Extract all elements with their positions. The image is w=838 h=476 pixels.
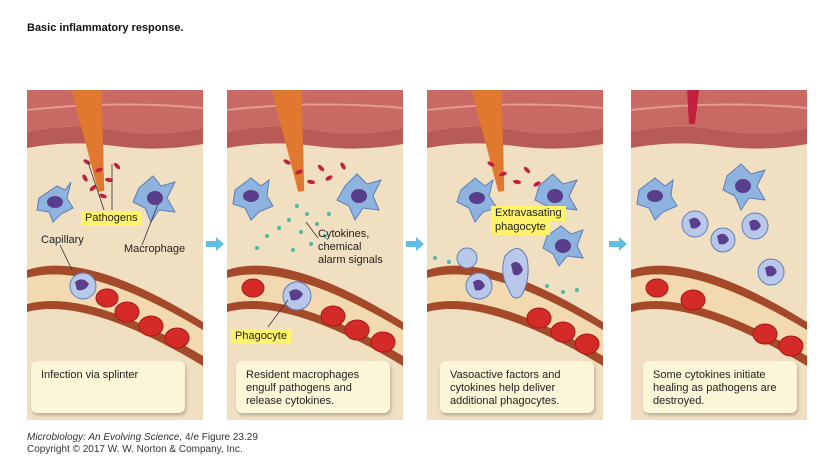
label-cytokines-1: Cytokines,: [318, 228, 370, 240]
splinter: [471, 90, 505, 192]
macrophage-right: [336, 173, 382, 222]
macrophage-right: [534, 173, 578, 222]
caption-2: Resident macrophages engulf pathogens an…: [236, 361, 390, 413]
macrophage-left: [232, 177, 274, 221]
caption-3: Vasoactive factors and cytokines help de…: [440, 361, 594, 413]
label-capillary: Capillary: [41, 234, 84, 246]
pathogens: [82, 159, 121, 199]
macrophage-top-right: [722, 163, 766, 212]
credit-edition: 4/e: [185, 432, 199, 443]
macrophage-lower-right: [542, 225, 584, 267]
healing-wound: [687, 90, 699, 124]
pathogens: [283, 159, 346, 185]
macrophage-left: [636, 177, 678, 221]
credit-figure: Figure 23.29: [201, 432, 258, 443]
macrophage-left: [36, 181, 74, 223]
arrow-right-icon: [406, 237, 424, 251]
cytokines: [255, 204, 331, 252]
label-cytokines-2: chemical: [318, 241, 362, 253]
splinter: [271, 90, 305, 192]
phagocyte-in-vessel: [282, 281, 312, 311]
splinter: [71, 90, 105, 192]
label-cytokines-3: alarm signals: [318, 254, 383, 266]
caption-1: Infection via splinter: [31, 361, 185, 413]
capillary: [27, 265, 203, 366]
macrophage-right: [132, 175, 176, 224]
epidermis-layer: [27, 90, 203, 134]
credit-line-1: Microbiology: An Evolving Science, 4/e F…: [27, 432, 258, 444]
label-phagocyte: Phagocyte: [231, 329, 291, 344]
figure-title: Basic inflammatory response.: [27, 22, 184, 34]
extravasating-phagocytes: [456, 247, 529, 300]
credit-copyright: Copyright © 2017 W. W. Norton & Company,…: [27, 444, 243, 455]
arrow-right-icon: [206, 237, 224, 251]
arrow-right-icon: [609, 237, 627, 251]
label-extravasating-1: Extravasating: [491, 206, 566, 221]
label-pathogens: Pathogens: [81, 211, 142, 226]
pathogens: [487, 161, 541, 187]
label-extravasating-2: phagocyte: [491, 220, 550, 235]
caption-4: Some cytokines initiate healing as patho…: [643, 361, 797, 413]
label-macrophage: Macrophage: [124, 243, 186, 255]
phagocyte-in-vessel: [69, 272, 97, 300]
dermis-layer: [27, 126, 203, 149]
figure-credit: Microbiology: An Evolving Science, 4/e F…: [27, 432, 258, 456]
credit-book: Microbiology: An Evolving Science,: [27, 432, 183, 443]
